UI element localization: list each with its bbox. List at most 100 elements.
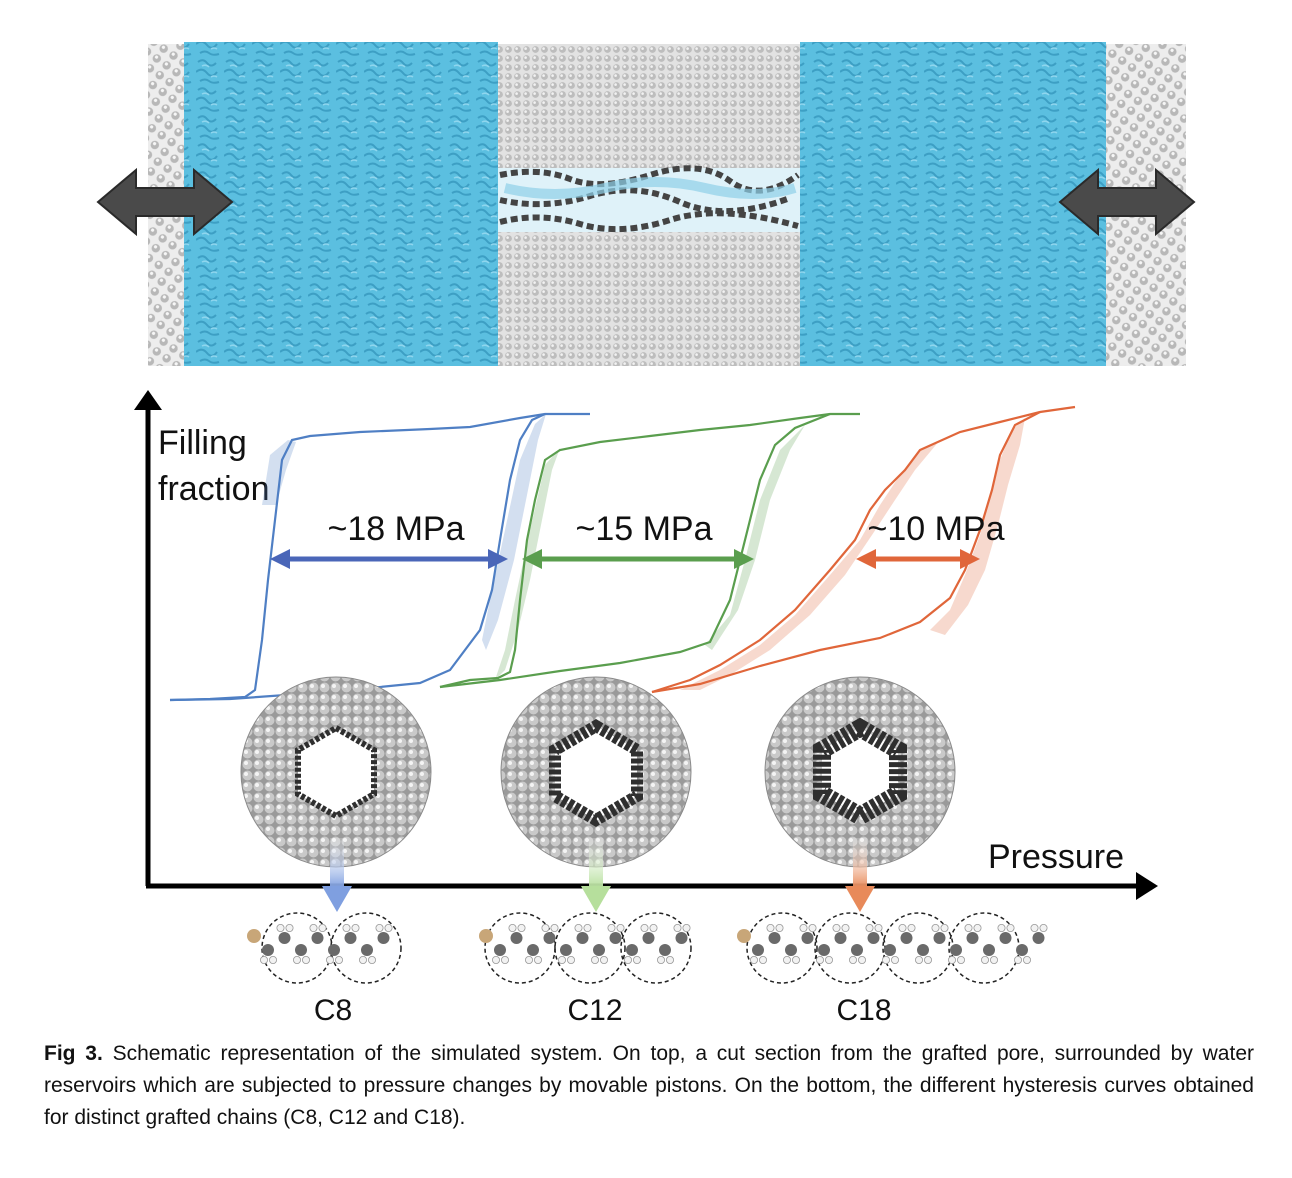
hydrogen-atom-c18-2-1 (792, 956, 801, 965)
curve-c8-intrusion (169, 412, 590, 702)
chain-segment-circle-c8-1 (330, 912, 402, 984)
hydrogen-atom-c8-3-1 (318, 924, 327, 933)
carbon-atom-c18-2 (785, 944, 797, 956)
carbon-atom-c12-9 (642, 932, 655, 944)
chain-segment-circle-c18-0 (746, 912, 818, 984)
y-axis-label-line2: fraction (158, 470, 270, 508)
hydrogen-atom-c12-7-0 (607, 924, 616, 933)
hydrogen-atom-c8-7-0 (375, 924, 384, 933)
hydrogen-atom-c8-2-0 (292, 956, 301, 965)
hydrogen-atom-c12-4-0 (558, 956, 567, 965)
hydrogen-atom-c8-0-0 (259, 956, 268, 965)
hydrogen-atom-c12-5-1 (583, 924, 592, 933)
carbon-atom-c8-6 (361, 944, 373, 956)
y-axis-arrowhead (134, 390, 162, 410)
gap-label-c12: ~15 MPa (575, 510, 712, 548)
hydrogen-atom-c8-1-1 (285, 924, 294, 933)
carbon-atom-c12-6 (593, 944, 605, 956)
carbon-atom-c18-12 (950, 944, 962, 956)
hydrogen-atom-c18-11-1 (940, 924, 949, 933)
hydrogen-atom-c18-9-1 (907, 924, 916, 933)
carbon-atom-c12-8 (626, 944, 638, 956)
hydrogen-atom-c8-0-1 (268, 956, 277, 965)
hydrogen-atom-c12-3-1 (550, 924, 559, 933)
curve-c12-extrusion (439, 412, 831, 689)
carbon-atom-c8-1 (278, 932, 291, 944)
chain-label-c18: C18 (836, 994, 891, 1027)
double-arrow-icon (96, 167, 234, 237)
caption-label: Fig 3. (44, 1042, 103, 1065)
hydrogen-atom-c18-12-1 (957, 956, 966, 965)
hydrogen-atom-c18-6-0 (849, 956, 858, 965)
carbon-atom-c18-6 (851, 944, 863, 956)
hydrogen-atom-c8-2-1 (301, 956, 310, 965)
carbon-atom-c8-5 (344, 932, 357, 944)
carbon-atom-c18-14 (983, 944, 995, 956)
hydrogen-atom-c18-5-0 (832, 924, 841, 933)
hydrogen-atom-c8-7-1 (384, 924, 393, 933)
carbon-atom-c18-1 (768, 932, 781, 944)
curve-c12-intrusion (439, 412, 860, 689)
hydrogen-atom-c12-2-1 (534, 956, 543, 965)
hydrogen-atom-c18-10-0 (915, 956, 924, 965)
chain-segment-circle-c12-2 (620, 912, 692, 984)
carbon-atom-c18-0 (752, 944, 764, 956)
water-reservoir-right (800, 42, 1106, 366)
chain-anchor-atom-c12 (479, 929, 493, 943)
hydrogen-atom-c18-13-0 (964, 924, 973, 933)
hydrogen-atom-c18-16-1 (1023, 956, 1032, 965)
hydrogen-atom-c12-8-1 (633, 956, 642, 965)
figure: Filling fraction Pressure ~18 MPa ~15 MP… (96, 42, 1196, 1027)
hydrogen-atom-c18-5-1 (841, 924, 850, 933)
hydrogen-atom-c18-14-0 (981, 956, 990, 965)
chain-anchor-atom-c8 (247, 929, 261, 943)
hydrogen-atom-c18-4-1 (825, 956, 834, 965)
hydrogen-atom-c18-14-1 (990, 956, 999, 965)
hydrogen-atom-c8-4-0 (325, 956, 334, 965)
carbon-atom-c18-5 (834, 932, 847, 944)
down-arrow-c12 (581, 838, 611, 912)
hydrogen-atom-c12-11-1 (682, 924, 691, 933)
carbon-atom-c8-4 (328, 944, 340, 956)
double-arrow-icon (1058, 167, 1196, 237)
hydrogen-atom-c12-9-0 (640, 924, 649, 933)
gap-label-c8: ~18 MPa (327, 510, 464, 548)
hydrogen-atom-c18-8-1 (891, 956, 900, 965)
chain-label-c12: C12 (567, 994, 622, 1027)
carbon-atom-c18-8 (884, 944, 896, 956)
carbon-atom-c18-16 (1016, 944, 1028, 956)
curve-c18-intrusion (651, 405, 1076, 694)
hydrogen-atom-c8-1-0 (276, 924, 285, 933)
hydrogen-atom-c18-7-0 (865, 924, 874, 933)
carbon-atom-c18-9 (900, 932, 913, 944)
hydrogen-atom-c12-6-1 (600, 956, 609, 965)
hydrogen-atom-c18-3-1 (808, 924, 817, 933)
caption-text: Schematic representation of the simulate… (44, 1042, 1254, 1129)
hydrogen-atom-c12-10-0 (657, 956, 666, 965)
carbon-atom-c12-10 (659, 944, 671, 956)
carbon-atom-c18-15 (999, 932, 1012, 944)
water-reservoir-left (184, 42, 498, 366)
hydrogen-atom-c12-6-0 (591, 956, 600, 965)
curve-band-c18-0 (680, 440, 940, 690)
curve-band-c18-1 (930, 418, 1025, 635)
hydrogen-atom-c18-10-1 (924, 956, 933, 965)
hydrogen-atom-c18-12-0 (948, 956, 957, 965)
carbon-atom-c18-17 (1032, 932, 1045, 944)
simulation-box (96, 42, 1196, 366)
axes (134, 390, 1158, 900)
curve-band-c12-1 (705, 425, 805, 650)
carbon-atom-c8-0 (262, 944, 274, 956)
carbon-atom-c18-3 (801, 932, 814, 944)
curve-band-c8-1 (482, 414, 546, 650)
carbon-atom-c8-7 (377, 932, 390, 944)
hydrogen-atom-c18-6-1 (858, 956, 867, 965)
curve-band-c8-0 (262, 440, 296, 505)
hydrogen-atom-c12-0-1 (500, 956, 509, 965)
chain-segment-circle-c12-1 (554, 912, 626, 984)
hydrogen-atom-c8-6-0 (358, 956, 367, 965)
carbon-atom-c12-2 (527, 944, 539, 956)
figure-caption: Fig 3. Schematic representation of the s… (44, 1038, 1254, 1134)
hydrogen-atom-c18-15-0 (997, 924, 1006, 933)
hydrogen-atom-c18-7-1 (874, 924, 883, 933)
